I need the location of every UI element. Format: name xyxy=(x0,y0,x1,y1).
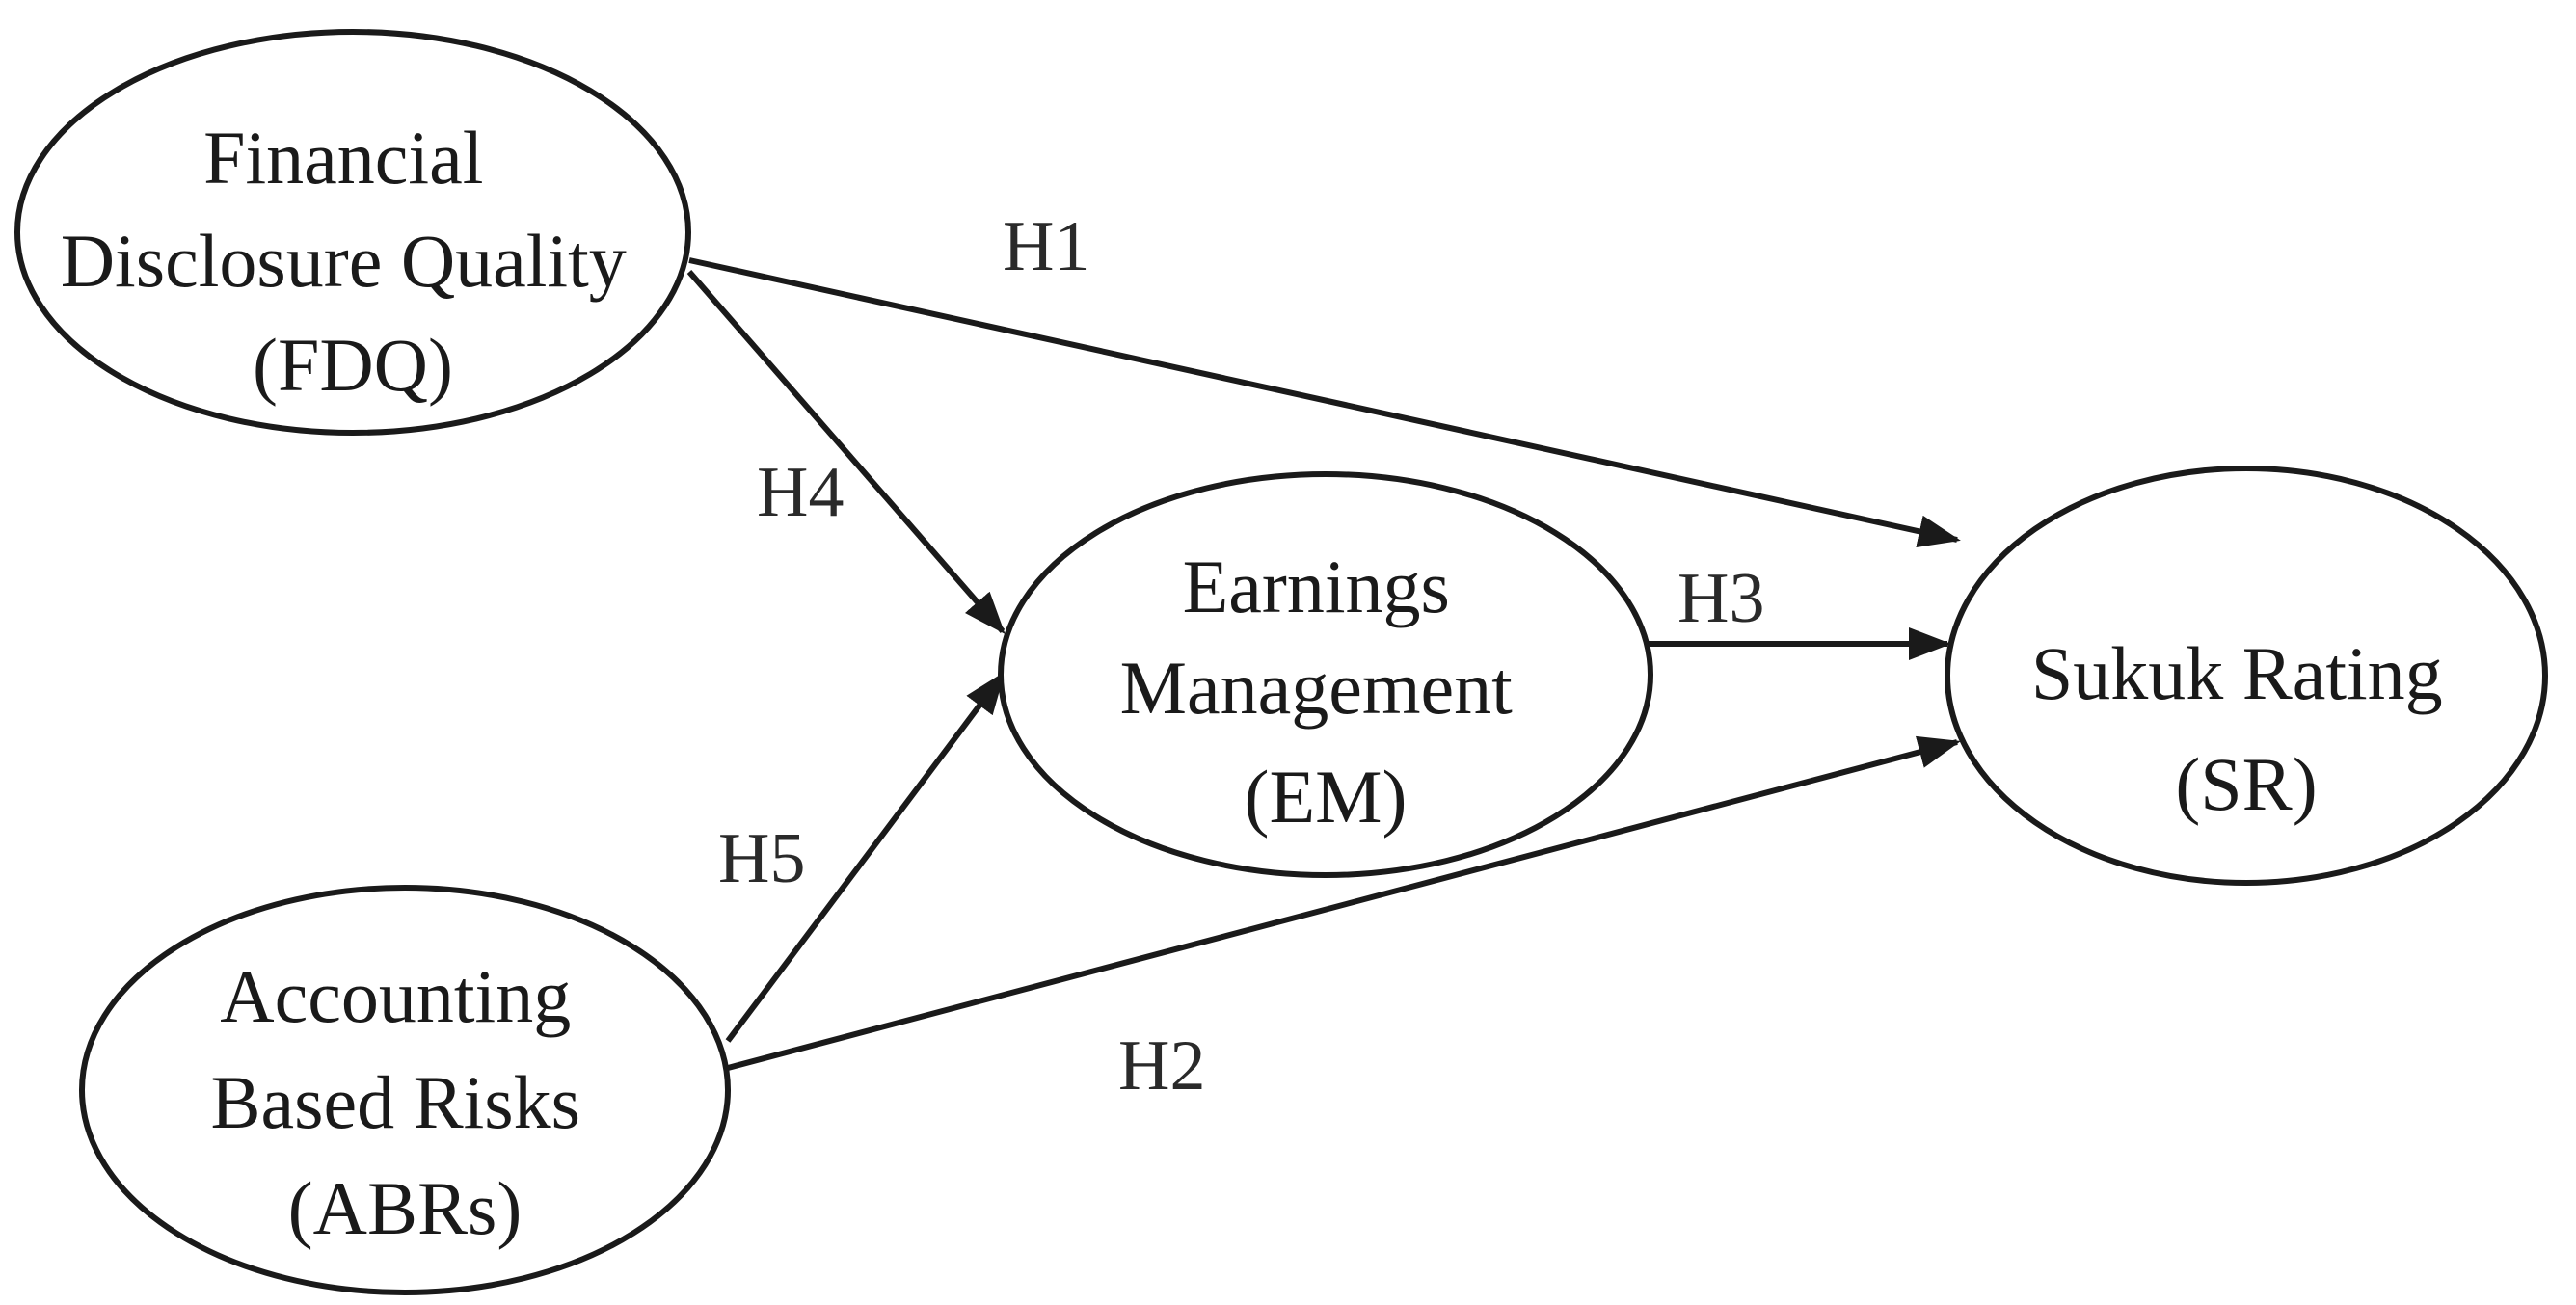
node-fdq-ellipse xyxy=(14,29,691,436)
edge-label-h3: H3 xyxy=(1677,559,1764,638)
node-sr-line-1: Sukuk Rating xyxy=(2031,631,2443,715)
node-em-line-3: (EM) xyxy=(1245,755,1408,839)
node-em-ellipse xyxy=(998,471,1653,878)
edge-label-h1: H1 xyxy=(1003,207,1089,286)
node-fdq-line-3: (FDQ) xyxy=(253,323,453,407)
node-em-line-1: Earnings xyxy=(1183,545,1450,628)
node-abr-line-3: (ABRs) xyxy=(288,1166,523,1250)
edge-h4-fdq-to-em xyxy=(686,270,1006,635)
node-abr-line-1: Accounting xyxy=(220,954,571,1038)
edge-h5-abr-to-em xyxy=(725,671,1006,1043)
node-abr: Accounting Based Risks (ABRs) xyxy=(79,885,731,1295)
node-abr-label: Accounting Based Risks (ABRs) xyxy=(210,954,599,1250)
node-sr-line-2: (SR) xyxy=(2175,742,2317,826)
node-sr-label: Sukuk Rating (SR) xyxy=(2031,631,2461,826)
node-sr: Sukuk Rating (SR) xyxy=(1945,466,2548,886)
node-fdq-line-2: Disclosure Quality xyxy=(61,219,627,303)
edge-label-h4: H4 xyxy=(757,453,844,532)
node-abr-ellipse xyxy=(79,885,731,1295)
edge-h2-abr-to-sr xyxy=(727,735,1961,1071)
node-em: Earnings Management (EM) xyxy=(998,471,1653,878)
edge-h1-fdq-to-sr xyxy=(688,257,1961,547)
node-sr-ellipse xyxy=(1945,466,2548,886)
node-fdq: Financial Disclosure Quality (FDQ) xyxy=(14,29,691,436)
node-fdq-line-1: Financial xyxy=(203,116,483,200)
node-fdq-label: Financial Disclosure Quality (FDQ) xyxy=(61,116,646,407)
edge-label-h5: H5 xyxy=(718,819,805,898)
node-em-label: Earnings Management (EM) xyxy=(1120,545,1532,839)
edge-label-h2: H2 xyxy=(1118,1026,1205,1105)
node-em-line-2: Management xyxy=(1120,646,1514,730)
node-abr-line-2: Based Risks xyxy=(210,1060,580,1144)
